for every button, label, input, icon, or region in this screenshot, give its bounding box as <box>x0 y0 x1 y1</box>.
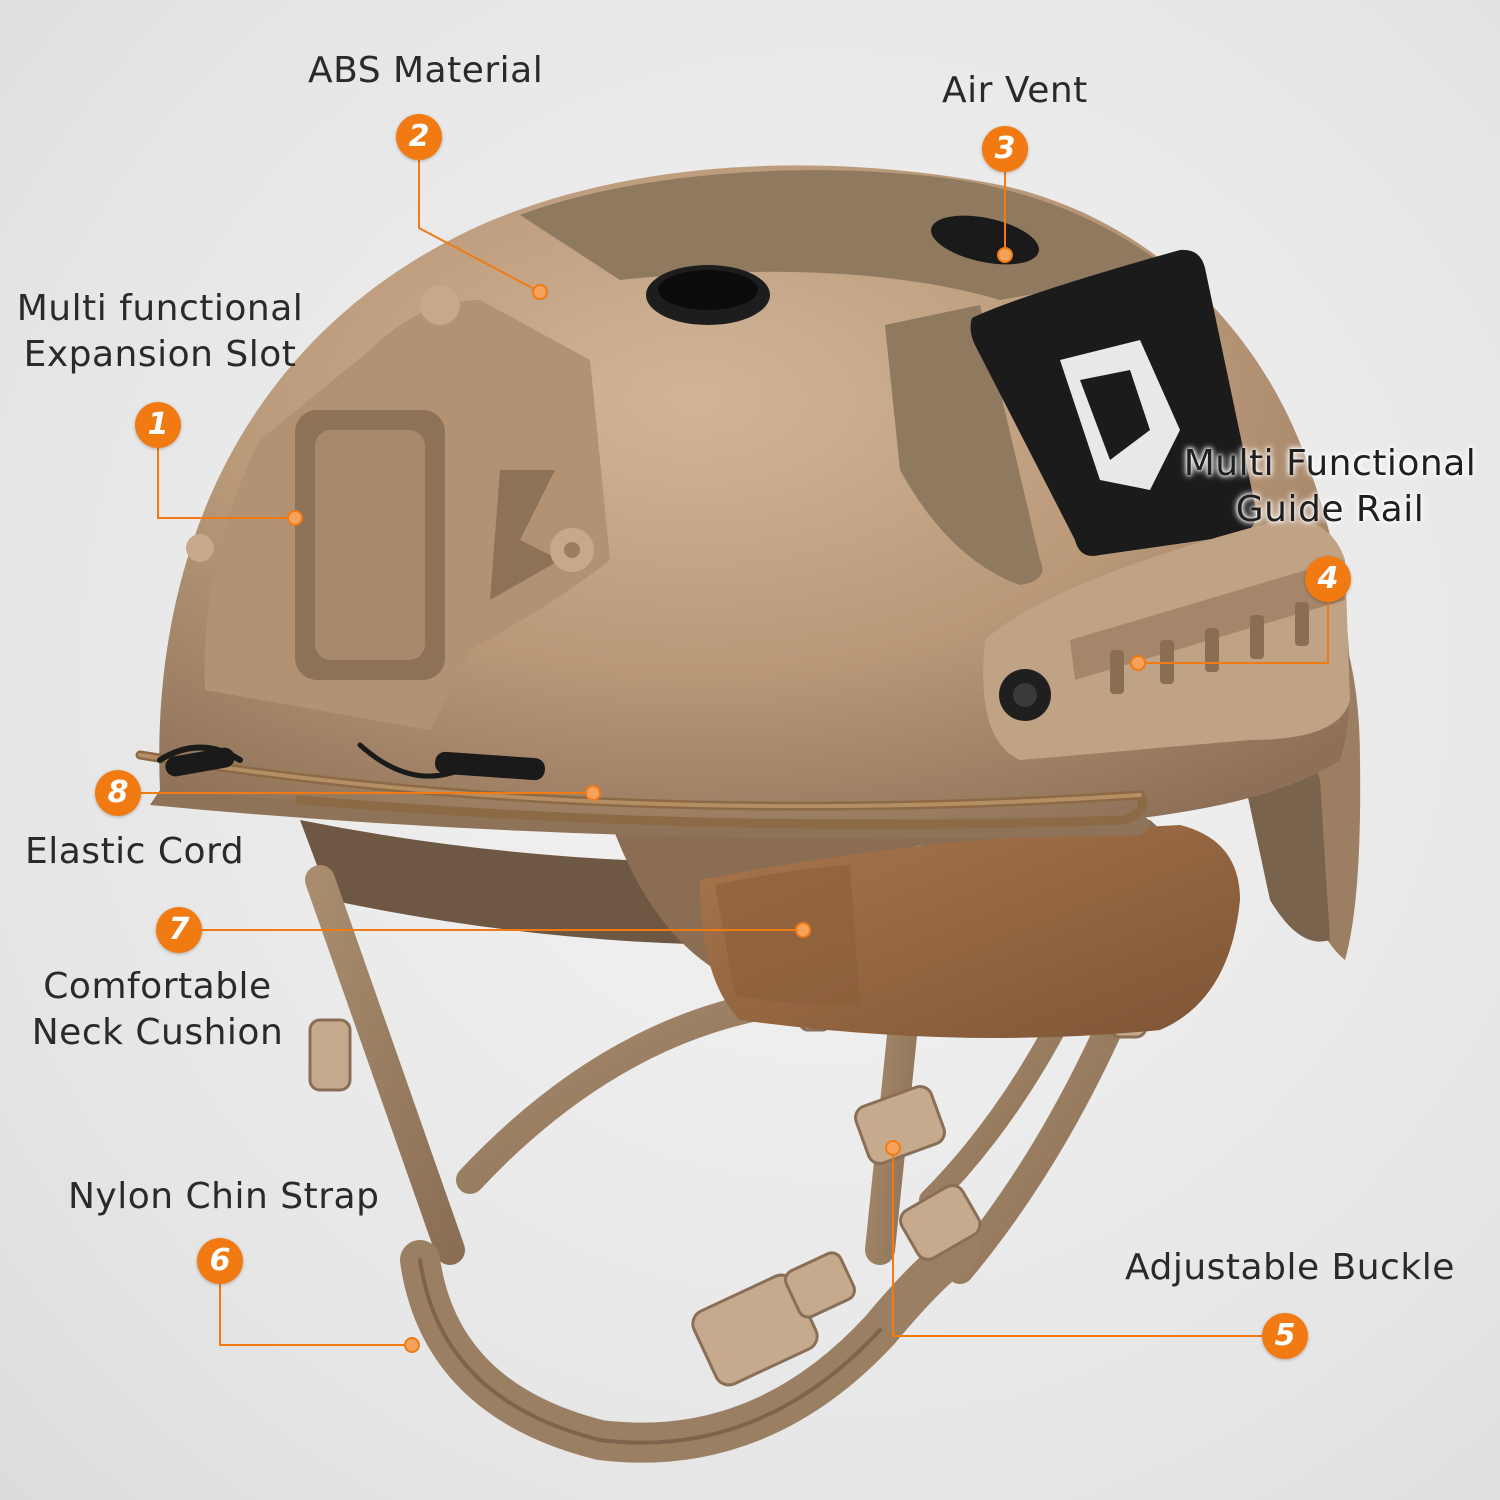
feature-label-expansion-slot: Multi functional Expansion Slot <box>10 286 310 378</box>
feature-label-line: Guide Rail <box>1235 489 1425 530</box>
feature-label-line: Neck Cushion <box>31 1012 284 1053</box>
leader-line-1 <box>157 440 295 519</box>
anchor-dot-7 <box>795 922 811 938</box>
velcro-loop-panel <box>520 170 1170 585</box>
feature-label-line: Elastic Cord <box>25 831 245 872</box>
callout-badge-2: 2 <box>396 114 442 160</box>
anchor-dot-8 <box>585 785 601 801</box>
feature-label-line: Adjustable Buckle <box>1125 1247 1455 1288</box>
callout-anchor-dots <box>287 247 1146 1353</box>
callout-badge-7: 7 <box>156 907 202 953</box>
leader-line-2 <box>418 160 541 293</box>
leader-line-6 <box>219 1284 412 1346</box>
anchor-dot-2 <box>532 284 548 300</box>
feature-label-nylon-chin-strap: Nylon Chin Strap <box>68 1174 379 1220</box>
leader-line-4 <box>1138 600 1329 664</box>
feature-label-line: ABS Material <box>308 50 544 91</box>
front-shroud-mount <box>186 285 610 730</box>
anchor-dot-1 <box>287 510 303 526</box>
feature-label-abs-material: ABS Material <box>308 48 543 94</box>
anchor-dot-6 <box>404 1337 420 1353</box>
callout-badge-1: 1 <box>135 402 181 448</box>
feature-label-line: Multi functional <box>16 288 304 329</box>
callout-leader-lines <box>140 160 1329 1346</box>
feature-label-guide-rail: Multi Functional Guide Rail <box>1170 441 1490 533</box>
logo-patch <box>970 249 1256 556</box>
callout-badge-5: 5 <box>1262 1313 1308 1359</box>
callout-badge-8: 8 <box>95 770 141 816</box>
anchor-dot-4 <box>1130 655 1146 671</box>
feature-label-neck-cushion: Comfortable Neck Cushion <box>20 964 295 1056</box>
neck-cushion <box>700 825 1240 1038</box>
feature-label-line: Air Vent <box>942 70 1088 111</box>
anchor-dot-3 <box>997 247 1013 263</box>
feature-label-line: Expansion Slot <box>23 334 297 375</box>
feature-label-line: Comfortable <box>43 966 272 1007</box>
feature-label-line: Nylon Chin Strap <box>68 1176 380 1217</box>
feature-label-line: Multi Functional <box>1183 443 1477 484</box>
feature-label-adjustable-buckle: Adjustable Buckle <box>1125 1245 1455 1291</box>
callout-badge-3: 3 <box>982 126 1028 172</box>
anchor-dot-5 <box>885 1140 901 1156</box>
callout-badge-6: 6 <box>197 1238 243 1284</box>
feature-label-air-vent: Air Vent <box>942 68 1088 114</box>
callout-badge-4: 4 <box>1305 556 1351 602</box>
leader-line-5 <box>892 1148 1262 1337</box>
side-accessory-rail <box>983 519 1350 760</box>
feature-label-elastic-cord: Elastic Cord <box>25 829 244 875</box>
elastic-bungee-cord <box>135 742 1148 829</box>
air-vents <box>646 215 1039 325</box>
